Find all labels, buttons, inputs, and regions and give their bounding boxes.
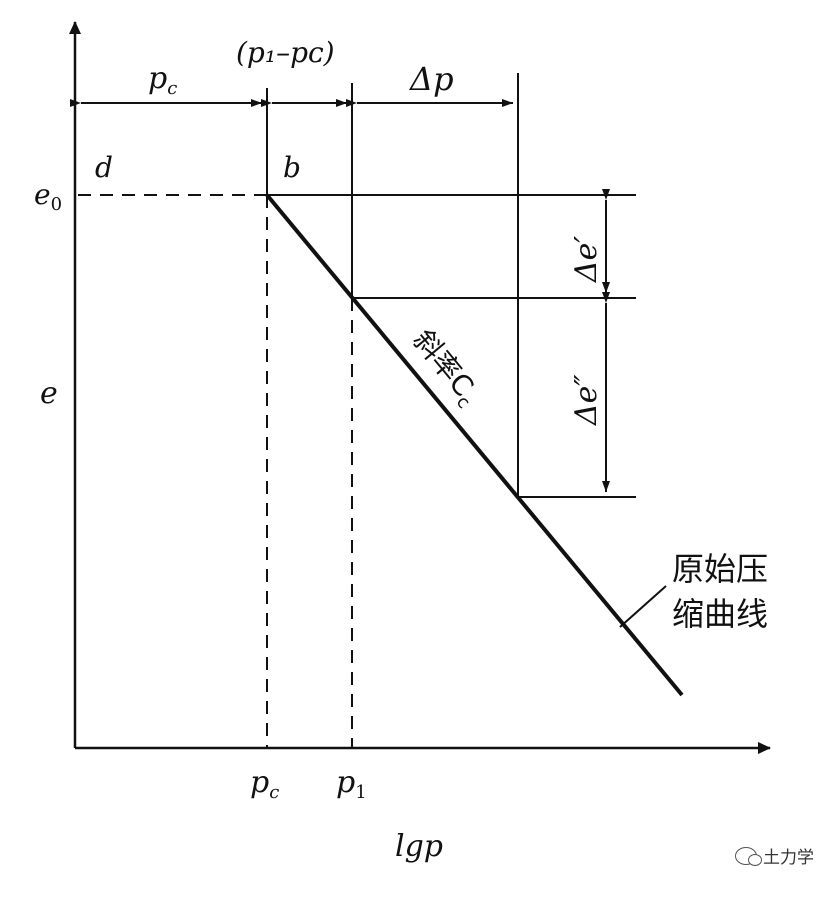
curve-label-line1: 原始压	[672, 550, 768, 588]
e0-label: e0	[34, 178, 62, 215]
wechat-icon	[735, 846, 762, 866]
pc-bottom-label: pc	[250, 765, 279, 803]
point-d-label: d	[95, 151, 113, 184]
curve-label-line2: 缩曲线	[672, 595, 768, 633]
delta-e-double-prime-label: Δe″	[569, 374, 604, 426]
p1-bottom-label: p1	[336, 765, 367, 803]
curve-label-leader	[619, 585, 667, 628]
slope-cc-label: 斜率Cc	[404, 323, 487, 412]
virgin-compression-line	[265, 193, 684, 697]
x-axis-label: lgp	[395, 829, 443, 864]
delta-p-label: Δp	[408, 60, 454, 98]
pc-top-label: pc	[148, 61, 177, 99]
delta-e-prime-label: Δe′	[569, 236, 604, 283]
p1-minus-pc-label: (p₁–pᴄ)	[236, 36, 335, 69]
point-b-label: b	[283, 151, 301, 184]
e-axis-label: e	[40, 376, 58, 411]
watermark: 土力学	[735, 843, 814, 868]
watermark-text: 土力学	[763, 848, 814, 868]
